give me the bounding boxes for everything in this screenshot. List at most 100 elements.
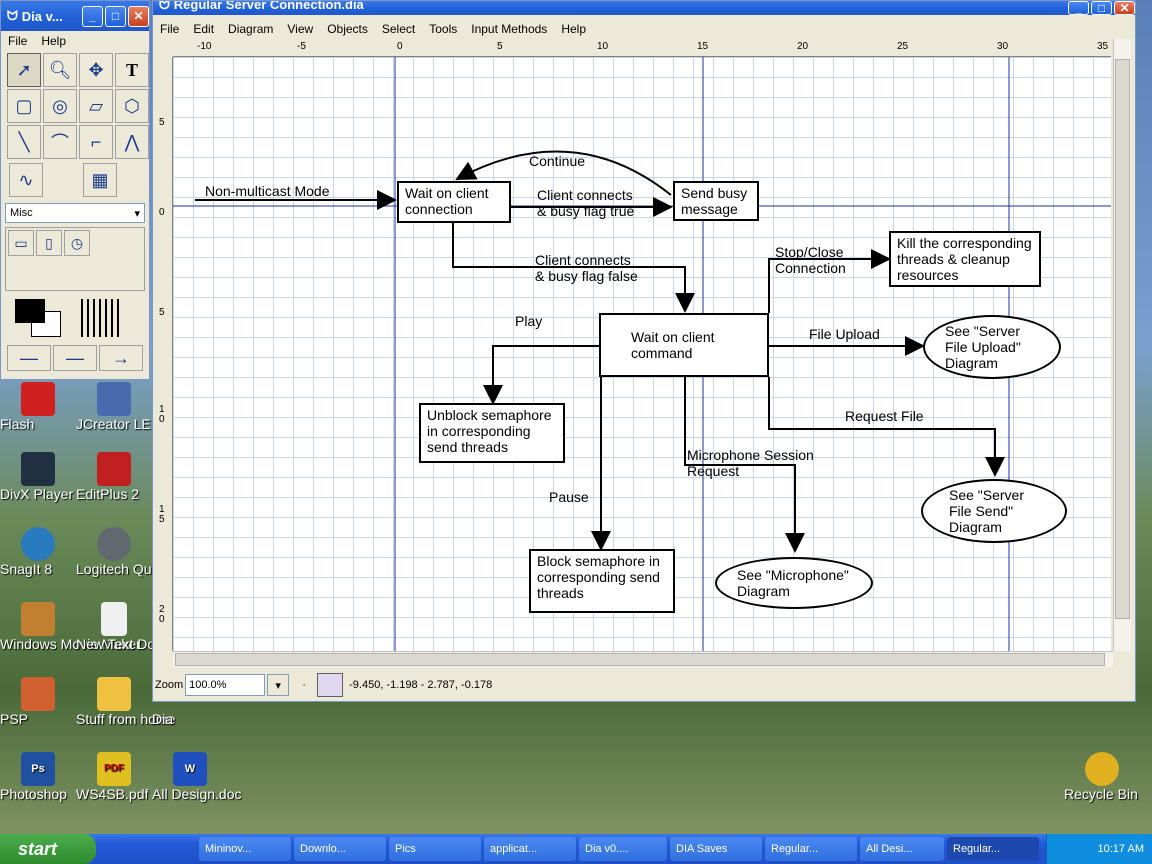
main-titlebar[interactable]: ᗢ Regular Server Connection.dia _ □ ✕ — [153, 1, 1135, 15]
node-unblock[interactable]: Unblock semaphore in corresponding send … — [419, 403, 565, 463]
task-pics[interactable]: Pics — [389, 837, 481, 861]
menu-input-methods[interactable]: Input Methods — [471, 22, 548, 36]
ruler-tick-label: 0 — [159, 207, 165, 218]
zoom-dropdown-button[interactable]: ▾ — [267, 674, 290, 696]
clock[interactable]: 10:17 AM — [1097, 843, 1144, 855]
text-tool-icon[interactable]: T — [115, 53, 149, 87]
close-button[interactable]: ✕ — [1114, 1, 1135, 15]
task-downloads[interactable]: Downlo... — [294, 837, 386, 861]
start-button[interactable]: start — [0, 834, 96, 864]
desktop-icon-moviemaker[interactable]: Windows Movie Maker — [0, 602, 141, 651]
foreground-color-swatch[interactable] — [15, 299, 45, 323]
desktop-icon-psp[interactable]: PSP — [0, 677, 76, 726]
desktop-icon-pdf[interactable]: PDF WS4SB.pdf — [76, 752, 152, 801]
ruler-tick-label: 1 0 — [159, 404, 165, 425]
desktop-icon-snagit[interactable]: SnagIt 8 — [0, 527, 76, 576]
zigzag-tool-icon[interactable]: ⌐ — [79, 125, 113, 159]
snagit-icon — [21, 527, 55, 561]
task-mininova[interactable]: Mininov... — [199, 837, 291, 861]
connector-mic[interactable] — [684, 377, 805, 553]
desktop-icon-quickcam[interactable]: Logitech QuickCam — [76, 527, 198, 576]
node-wait-command[interactable]: Wait on client command — [599, 313, 769, 377]
pointer-tool-icon[interactable]: ➚ — [7, 53, 41, 87]
menu-view[interactable]: View — [287, 22, 314, 36]
node-see-upload[interactable]: See "Server File Upload" Diagram — [923, 315, 1061, 379]
start-arrow-icon[interactable]: — — [7, 345, 51, 371]
task-dia[interactable]: Dia v0.... — [579, 837, 667, 861]
vertical-scrollbar[interactable] — [1113, 39, 1131, 651]
desktop-icon-recycle[interactable]: Recycle Bin — [1064, 752, 1140, 801]
maximize-button[interactable]: □ — [1091, 1, 1112, 15]
node-see-send[interactable]: See "Server File Send" Diagram — [921, 479, 1067, 543]
desktop-icon-stuff[interactable]: Stuff from home — [76, 677, 175, 726]
line-style-icon[interactable]: — — [53, 345, 97, 371]
scroll-thumb[interactable] — [175, 653, 1105, 666]
line-width-icon[interactable] — [81, 299, 121, 337]
menu-file[interactable]: File — [8, 34, 28, 48]
polygon-tool-icon[interactable]: ▱ — [79, 89, 113, 123]
polyline-tool-icon[interactable]: ⋀ — [115, 125, 149, 159]
image-tool-icon[interactable]: ▦ — [83, 163, 117, 197]
desktop-icon-doc[interactable]: W All Design.doc — [152, 752, 242, 801]
beziergon-tool-icon[interactable]: ⬡ — [115, 89, 149, 123]
menu-edit[interactable]: Edit — [193, 22, 215, 36]
menu-diagram[interactable]: Diagram — [228, 22, 274, 36]
connector-play[interactable] — [483, 345, 599, 405]
task-applications[interactable]: applicat... — [484, 837, 576, 861]
menu-objects[interactable]: Objects — [327, 22, 368, 36]
horizontal-scrollbar[interactable] — [173, 651, 1113, 667]
sheet-select[interactable]: Misc ▾ — [5, 203, 145, 223]
arc-tool-icon[interactable]: ⌒ — [43, 125, 77, 159]
desktop-icon-editplus[interactable]: EditPlus 2 — [76, 452, 152, 501]
node-send-busy[interactable]: Send busy message — [673, 181, 759, 221]
snap-grid-icon[interactable]: · — [302, 679, 306, 691]
connector-stop[interactable] — [768, 249, 891, 313]
magnify-tool-icon[interactable]: 🔍︎ — [43, 53, 77, 87]
node-block[interactable]: Block semaphore in corresponding send th… — [529, 549, 675, 613]
menu-tools[interactable]: Tools — [429, 22, 458, 36]
clock-shape-icon[interactable]: ◷ — [64, 230, 90, 256]
diagram-canvas[interactable]: Wait on client connection Send busy mess… — [173, 57, 1111, 651]
task-regular-2[interactable]: Regular... — [947, 837, 1039, 861]
task-regular-1[interactable]: Regular... — [765, 837, 857, 861]
node-kill-threads[interactable]: Kill the corresponding threads & cleanup… — [889, 231, 1041, 287]
move-tool-icon[interactable]: ✥ — [79, 53, 113, 87]
menu-select[interactable]: Select — [381, 22, 416, 36]
connector-continue[interactable] — [455, 150, 672, 196]
node-wait-connection[interactable]: Wait on client connection — [397, 181, 511, 223]
connector-busy-false[interactable] — [452, 223, 695, 313]
desktop-icon-dia[interactable]: Dia — [152, 677, 228, 726]
folder-shape-icon[interactable]: ▭ — [8, 230, 34, 256]
maximize-button[interactable]: □ — [105, 5, 126, 27]
menu-help[interactable]: Help — [41, 34, 67, 48]
box-tool-icon[interactable]: ▢ — [7, 89, 41, 123]
task-dia-saves[interactable]: DIA Saves — [670, 837, 762, 861]
color-selector[interactable] — [9, 297, 63, 339]
desktop-icon-photoshop[interactable]: Ps Photoshop — [0, 752, 76, 801]
page-shape-icon[interactable]: ▯ — [36, 230, 62, 256]
menu-help[interactable]: Help — [561, 22, 586, 36]
connector-request[interactable] — [768, 377, 1005, 477]
close-button[interactable]: ✕ — [128, 5, 149, 27]
menu-file[interactable]: File — [160, 22, 180, 36]
desktop-icon-jcreator[interactable]: JCreator LE — [76, 382, 152, 431]
ellipse-tool-icon[interactable]: ◎ — [43, 89, 77, 123]
toolbox-titlebar[interactable]: ᗢ Dia v... _ □ ✕ — [1, 1, 149, 31]
snap-object-icon[interactable] — [317, 673, 344, 697]
minimize-button[interactable]: _ — [1068, 1, 1089, 15]
minimize-button[interactable]: _ — [82, 5, 103, 27]
line-tool-icon[interactable]: ╲ — [7, 125, 41, 159]
desktop-icon-flash[interactable]: Flash — [0, 382, 76, 431]
webcam-icon — [97, 527, 131, 561]
ruler-tick-label: 5 — [159, 307, 165, 318]
jcreator-icon — [97, 382, 131, 416]
label-mic-request: Microphone Session Request — [687, 447, 814, 479]
zoom-input[interactable]: 100.0% — [185, 674, 266, 696]
end-arrow-icon[interactable]: → — [99, 345, 143, 371]
scroll-thumb[interactable] — [1115, 59, 1130, 619]
node-see-mic[interactable]: See "Microphone" Diagram — [715, 557, 873, 609]
bezier-tool-icon[interactable]: ∿ — [9, 163, 43, 197]
task-all-design[interactable]: All Desi... — [860, 837, 944, 861]
desktop-icon-divx[interactable]: DivX Player — [0, 452, 76, 501]
desktop-icon-textdoc[interactable]: New Text Document.txt — [76, 602, 220, 651]
